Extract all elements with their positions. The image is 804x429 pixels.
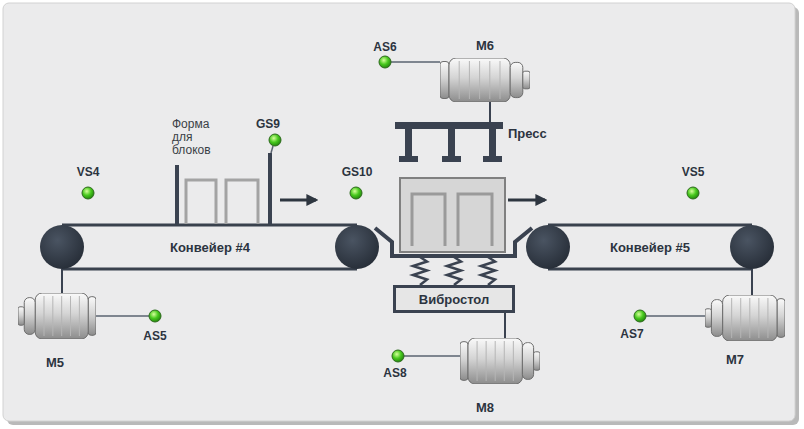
motor: M6 xyxy=(440,58,530,102)
motor-label: M8 xyxy=(476,400,494,415)
signal-name: GS9 xyxy=(256,117,280,131)
drive-link xyxy=(504,313,506,338)
signal-name: GS10 xyxy=(342,165,373,179)
sensor-led xyxy=(82,56,699,362)
motor-label: M6 xyxy=(476,38,494,53)
node-label: Конвейер #5 xyxy=(610,240,690,255)
conveyor-5-drawing xyxy=(526,225,774,269)
conveyor-belt: Конвейер #5 xyxy=(526,225,774,269)
motor-symbol xyxy=(440,58,530,102)
motor: M7 xyxy=(705,295,785,341)
motor: M8 xyxy=(460,338,540,384)
drive-link xyxy=(489,102,491,122)
signal-name: VS5 xyxy=(682,165,705,179)
drive-link xyxy=(61,269,63,293)
block-form xyxy=(177,153,270,224)
part-name: Форма для блоков xyxy=(172,118,211,157)
sensor-wires xyxy=(96,62,705,356)
motor-symbol xyxy=(460,338,540,384)
signal-name: AS6 xyxy=(373,40,396,54)
motor-symbol xyxy=(18,293,96,339)
press-symbol xyxy=(395,122,503,164)
conveyor-belt: Конвейер #4 xyxy=(40,225,380,269)
motor-symbol xyxy=(705,295,785,341)
vibration-table: Вибростол xyxy=(393,285,515,313)
node-label: Конвейер #4 xyxy=(170,240,250,255)
motor: M5 xyxy=(18,293,96,339)
node-label: Вибростол xyxy=(419,292,489,307)
mold xyxy=(400,178,505,252)
signal-name: AS8 xyxy=(383,366,406,380)
panel xyxy=(3,3,795,421)
flow-arrow xyxy=(280,199,316,202)
signal-name: AS5 xyxy=(143,329,166,343)
press: Пресс xyxy=(395,122,503,164)
node-label: Пресс xyxy=(508,126,547,141)
vibration-tray xyxy=(375,228,532,256)
flow-arrow xyxy=(508,199,545,202)
conveyor-4-drawing xyxy=(40,225,379,269)
motor-label: M5 xyxy=(46,355,64,370)
signal-name: VS4 xyxy=(77,165,100,179)
drive-link xyxy=(751,269,753,295)
springs xyxy=(413,257,495,285)
signal-name: AS7 xyxy=(620,327,643,341)
motor-label: M7 xyxy=(726,352,744,367)
